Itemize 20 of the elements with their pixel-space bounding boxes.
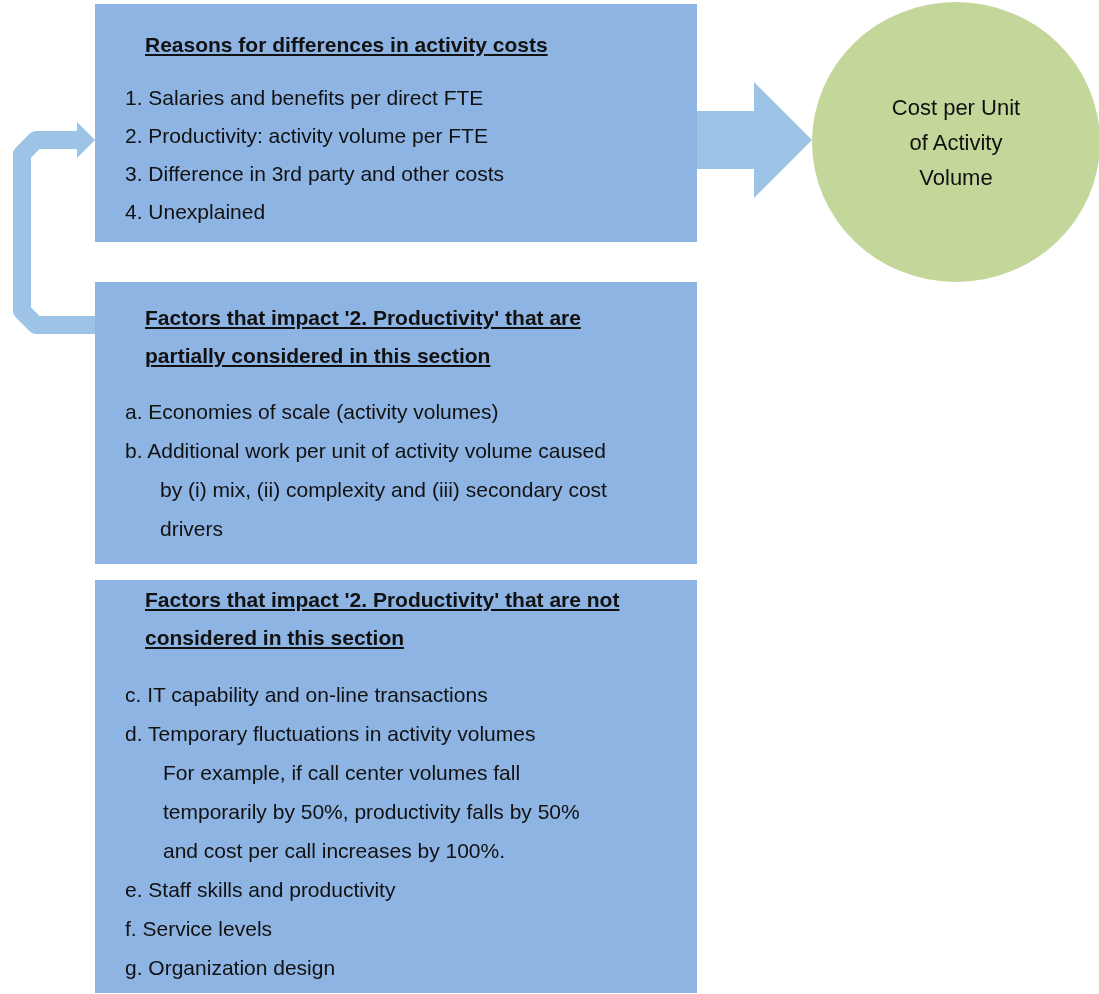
list-item: b. Additional work per unit of activity volume caused by (i) mix, (ii) complexity and (iii) secondary cost drivers — [124, 438, 608, 542]
list-item: a. Economies of scale (activity volumes) — [124, 399, 500, 425]
text-panel — [95, 580, 697, 993]
list-item: 2. Productivity: activity volume per FTE — [124, 123, 489, 149]
list-item: 1. Salaries and benefits per direct FTE — [124, 85, 485, 111]
panel-heading: Reasons for differences in activity costs — [145, 32, 548, 58]
list-item: e. Staff skills and productivity — [124, 877, 397, 903]
list-item: g. Organization design — [124, 955, 337, 981]
list-item: 3. Difference in 3rd party and other costs — [124, 161, 505, 187]
panel-heading: Factors that impact '2. Productivity' that are partially considered in this section — [145, 305, 582, 369]
arrow — [697, 82, 812, 198]
result-label: Cost per Unit of Activity Volume — [891, 93, 1021, 192]
panel-heading: Factors that impact '2. Productivity' that are not considered in this section — [145, 587, 621, 651]
list-item: c. IT capability and on-line transactions — [124, 682, 489, 708]
list-item: 4. Unexplained — [124, 199, 267, 225]
list-item: f. Service levels — [124, 916, 274, 942]
text-panel — [95, 4, 697, 242]
list-item: d. Temporary fluctuations in activity volumes — [124, 721, 537, 747]
text-panel — [95, 282, 697, 564]
example-note: For example, if call center volumes fall temporarily by 50%, productivity falls by 50% and cost per call increases by 100%. — [163, 760, 581, 864]
